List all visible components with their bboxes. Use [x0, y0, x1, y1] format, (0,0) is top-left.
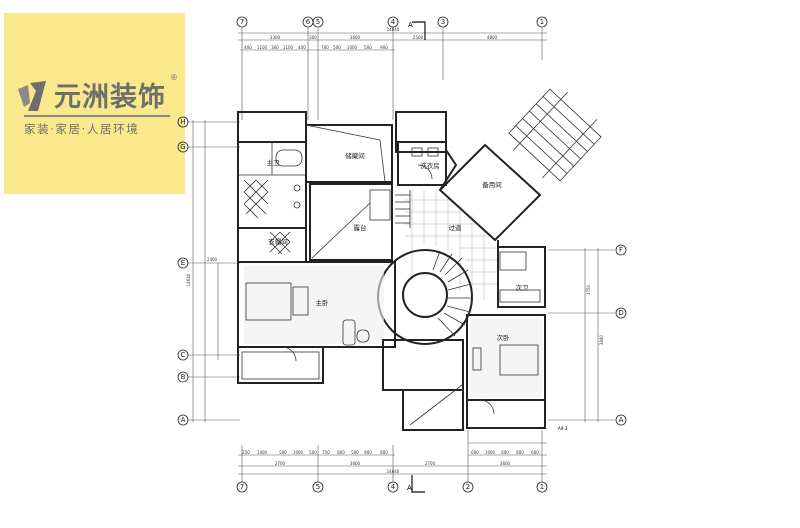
- logo-mark-icon: [18, 81, 46, 111]
- pergola: [508, 88, 602, 182]
- dim-label: 3600: [500, 461, 511, 466]
- dim-label: 3600: [350, 461, 361, 466]
- dim-label: 500: [279, 450, 287, 455]
- section-ref: A9-3: [558, 426, 568, 431]
- bottom-axis-markers: [236, 481, 548, 493]
- dim-label: 300: [271, 45, 279, 50]
- bottom-dimensions: 14640 2700 3600 2700 3600 250 1400 500 1…: [238, 430, 547, 482]
- walls: [237, 88, 602, 431]
- dim-label: 800: [516, 450, 524, 455]
- dim-label: 3600: [350, 35, 361, 40]
- dim-label: 400: [244, 45, 252, 50]
- bottom-total-dim: 14640: [387, 469, 400, 474]
- dim-label: 1100: [257, 45, 268, 50]
- axis-label: 1: [540, 483, 544, 491]
- axis-label: 6: [306, 18, 311, 26]
- dim-label: 600: [471, 450, 479, 455]
- top-dimensions: 14640 3300 300 3600 2500 4800 400 1100 3…: [238, 27, 547, 120]
- logo-slogan: 家装·家居·人居环境: [24, 122, 140, 136]
- axis-label: D: [618, 309, 623, 317]
- dim-label: 500: [333, 45, 341, 50]
- room-label-terrace: 露台: [354, 223, 367, 232]
- dim-label: 250: [242, 450, 250, 455]
- axis-label: F: [619, 246, 623, 254]
- room-label-laundry: 洗衣房: [420, 161, 440, 170]
- dim-label: 700: [321, 45, 329, 50]
- axis-label: 7: [240, 483, 244, 491]
- section-mark: A: [407, 484, 412, 492]
- right-dimensions: 1750 3840: [548, 248, 615, 422]
- axis-label: 5: [316, 18, 320, 26]
- corridor-tiles: [405, 190, 498, 300]
- dim-label: 500: [364, 45, 372, 50]
- right-axis-markers: [615, 244, 627, 426]
- room-label-master-bedroom: 主卧: [316, 298, 330, 307]
- dim-label: 1000: [485, 450, 496, 455]
- top-axis-markers: [236, 16, 548, 28]
- logo-divider: [24, 115, 170, 117]
- dim-label: 750: [322, 450, 330, 455]
- axis-label: C: [181, 351, 186, 359]
- dim-label: 900: [364, 450, 372, 455]
- room-label-corridor: 过道: [449, 223, 463, 232]
- dim-label: 2500: [413, 35, 424, 40]
- top-total-dim: 14640: [387, 27, 400, 32]
- dim-label: 1000: [293, 450, 304, 455]
- room-label-spare: 备用间: [482, 180, 502, 189]
- dim-label: 1400: [257, 450, 268, 455]
- room-label-second-bedroom: 次卧: [497, 333, 511, 342]
- section-mark: A: [408, 21, 413, 29]
- left-total-dim: 14640: [186, 273, 191, 286]
- dim-label: 300: [309, 35, 317, 40]
- axis-label: 2: [466, 483, 470, 491]
- dim-label: 500: [309, 450, 317, 455]
- dim-label: 900: [380, 45, 388, 50]
- spiral-stair-treads: [432, 250, 472, 337]
- dim-label: 600: [531, 450, 539, 455]
- axis-label: 5: [316, 483, 320, 491]
- axis-label: A: [619, 416, 624, 424]
- axis-label: H: [180, 118, 185, 126]
- dim-label: 1750: [586, 284, 591, 295]
- room-label-master-bath: 主卫: [267, 158, 281, 167]
- left-dimensions: 14640 2400: [186, 120, 240, 422]
- room-label-closet: 衣帽间: [268, 237, 288, 246]
- dim-label: 800: [337, 450, 345, 455]
- company-logo: 元洲装饰 ® 家装·家居·人居环境: [4, 13, 185, 194]
- axis-label: E: [181, 259, 185, 267]
- axis-label: 1: [540, 18, 544, 26]
- dim-label: 1100: [283, 45, 294, 50]
- dim-label: 3840: [599, 334, 604, 345]
- axis-label: 4: [391, 483, 396, 491]
- dim-label: 4800: [487, 35, 498, 40]
- logo-brand: 元洲装饰: [54, 82, 166, 113]
- section-marker-top: [412, 21, 426, 40]
- section-marker-bottom: [411, 475, 425, 493]
- dim-label: 1000: [347, 45, 358, 50]
- dim-label: 3300: [270, 35, 281, 40]
- axis-label: 3: [441, 18, 445, 26]
- room-label-storage: 储藏间: [345, 151, 365, 160]
- axis-label: A: [181, 416, 186, 424]
- axis-label: B: [181, 373, 186, 381]
- dim-label: 400: [298, 45, 306, 50]
- room-label-second-bath: 次卫: [516, 283, 530, 292]
- dim-label: 800: [380, 450, 388, 455]
- dim-label: 2700: [275, 461, 286, 466]
- dim-label: 2700: [425, 461, 436, 466]
- dim-label: 600: [501, 450, 509, 455]
- left-mid-dim: 2400: [207, 257, 218, 262]
- axis-label: G: [180, 143, 185, 151]
- dim-label: 500: [351, 450, 359, 455]
- axis-label: 7: [240, 18, 244, 26]
- left-axis-markers: [177, 116, 189, 426]
- axis-label: 4: [391, 18, 396, 26]
- logo-registered: ®: [170, 73, 178, 82]
